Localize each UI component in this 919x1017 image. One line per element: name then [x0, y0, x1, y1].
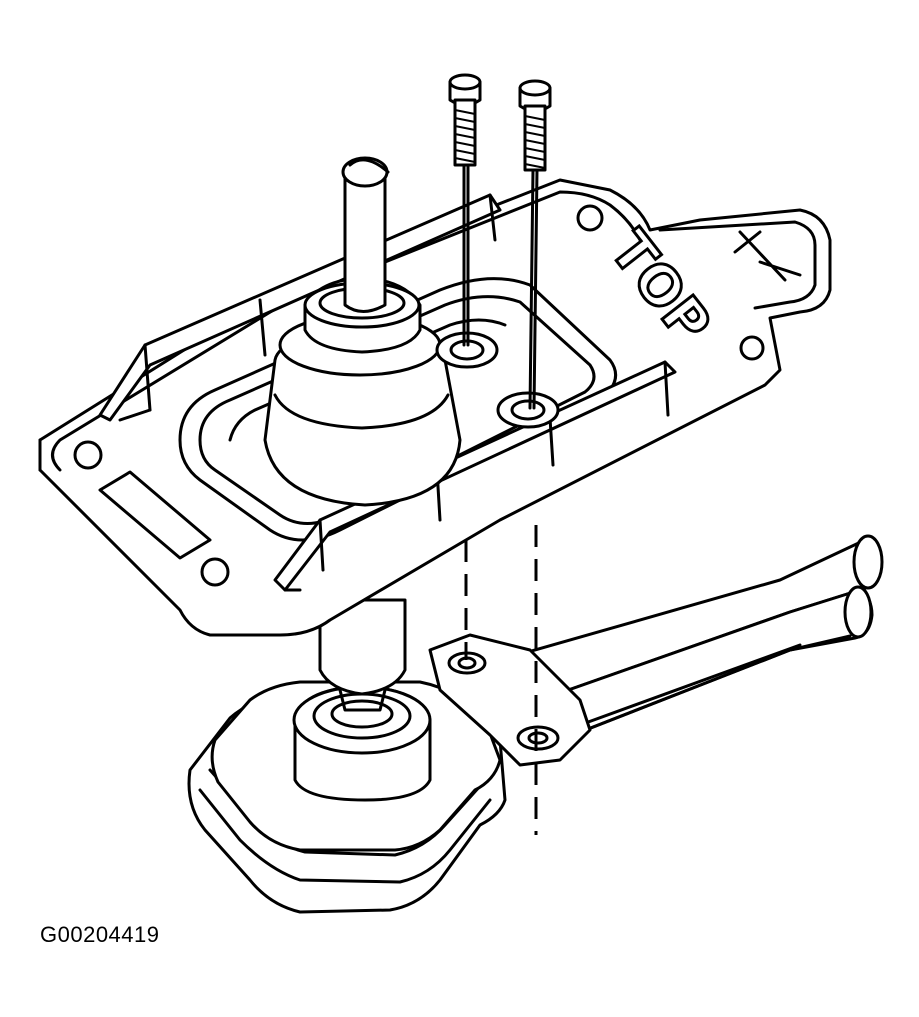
shift-cables — [498, 534, 884, 742]
mount-hole — [200, 557, 230, 587]
shift-lever — [341, 156, 390, 313]
guide-rail-front — [273, 360, 677, 592]
plate-bolt-holes — [435, 331, 560, 429]
figure-id-label: G00204419 — [40, 922, 160, 947]
cable-bracket — [428, 633, 592, 767]
mount-hole — [576, 204, 604, 232]
bolt-left — [448, 73, 482, 347]
lever-lower-shaft — [318, 598, 407, 712]
mount-hole — [73, 440, 103, 470]
guide-rail-rear — [98, 193, 502, 422]
bolt-right — [518, 79, 552, 410]
alignment-lines — [464, 525, 538, 835]
lower-boot-collar — [292, 684, 432, 802]
shift-boot — [263, 276, 462, 507]
mount-hole — [739, 335, 765, 361]
